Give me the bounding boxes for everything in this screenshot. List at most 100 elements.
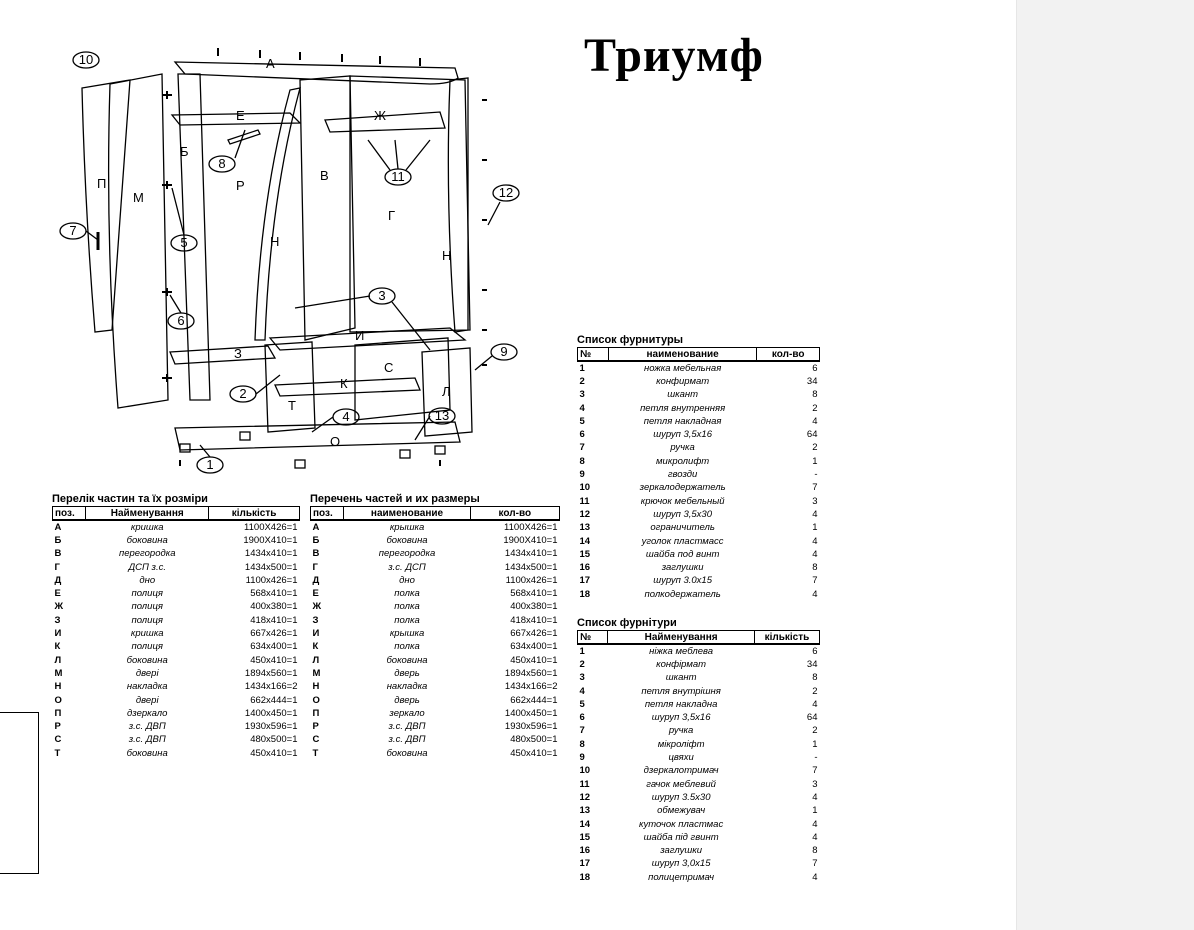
item-name: конфірмат bbox=[656, 658, 707, 670]
table-caption: Перелік частин та їх розміри bbox=[52, 493, 208, 505]
item-name: шуруп 3,5x30 bbox=[653, 508, 712, 520]
item-quantity: 1434x500=1 bbox=[504, 561, 558, 573]
item-quantity: 4 bbox=[812, 535, 818, 547]
row-number: 18 bbox=[579, 588, 591, 600]
row-number: 7 bbox=[579, 725, 585, 737]
row-number: 18 bbox=[579, 871, 591, 883]
item-quantity: 4 bbox=[812, 548, 818, 560]
row-number: 17 bbox=[579, 575, 591, 587]
row-number: К bbox=[54, 641, 61, 653]
row-number: 5 bbox=[579, 415, 585, 427]
item-name: полкодержатель bbox=[644, 588, 721, 600]
column-header: Найменування bbox=[85, 506, 210, 521]
callout-label: 5 bbox=[180, 235, 187, 250]
row-number: 8 bbox=[579, 455, 585, 467]
part-letter: Г bbox=[388, 208, 395, 223]
item-name: боковина bbox=[126, 534, 168, 546]
part-letter: Б bbox=[180, 144, 189, 159]
item-quantity: 7 bbox=[812, 765, 818, 777]
page-title: Триумф bbox=[584, 29, 764, 82]
item-quantity: 4 bbox=[812, 818, 818, 830]
callout-label: 4 bbox=[342, 409, 349, 424]
item-quantity: 8 bbox=[812, 562, 818, 574]
item-name: зеркало bbox=[389, 707, 425, 719]
item-quantity: 4 bbox=[812, 698, 818, 710]
part-letter: Н bbox=[270, 234, 279, 249]
item-name: з.с. ДСП bbox=[388, 561, 426, 573]
item-quantity: 34 bbox=[806, 375, 818, 387]
item-quantity: 1894x560=1 bbox=[244, 667, 298, 679]
row-number: 6 bbox=[579, 429, 585, 441]
row-number: Т bbox=[54, 747, 61, 759]
callout-labels: 10 8 5 7 6 2 4 1 11 12 3 9 13 А Е Б М П … bbox=[69, 52, 513, 472]
item-quantity: 34 bbox=[806, 658, 818, 670]
item-quantity: 1 bbox=[812, 738, 818, 750]
callout-label: 3 bbox=[378, 288, 385, 303]
part-letter: И bbox=[355, 328, 364, 343]
item-name: петля внутрішня bbox=[641, 685, 721, 697]
item-name: з.с. ДВП bbox=[128, 734, 166, 746]
item-quantity: 568x410=1 bbox=[510, 588, 558, 600]
wardrobe-exploded-view: 10 8 5 7 6 2 4 1 11 12 3 9 13 А Е Б М П … bbox=[59, 48, 520, 474]
item-name: двері bbox=[135, 694, 159, 706]
row-number: З bbox=[312, 614, 319, 626]
part-letter: Ж bbox=[374, 108, 386, 123]
item-name: боковина bbox=[126, 747, 168, 759]
row-number: 11 bbox=[579, 495, 590, 507]
item-name: шкант bbox=[665, 672, 697, 684]
item-quantity: 1100x426=1 bbox=[245, 574, 298, 586]
row-number: 4 bbox=[579, 685, 585, 697]
item-name: уголок пластмасс bbox=[641, 535, 724, 547]
column-header: наименование bbox=[343, 506, 471, 521]
item-name: ножка мебельная bbox=[643, 362, 722, 374]
column-header: кількість bbox=[753, 630, 821, 645]
legs bbox=[179, 431, 446, 469]
item-quantity: 1434x410=1 bbox=[244, 548, 298, 560]
item-name: мікроліфт bbox=[657, 738, 705, 750]
column-header: поз. bbox=[51, 506, 87, 521]
item-name: петля накладна bbox=[644, 698, 718, 710]
item-quantity: 1400x450=1 bbox=[504, 707, 558, 719]
hinges bbox=[162, 91, 172, 382]
top-panel-shape bbox=[173, 61, 459, 85]
item-quantity: 400x380=1 bbox=[250, 601, 298, 613]
item-name: цвяхи bbox=[668, 752, 694, 764]
row-number: Е bbox=[312, 588, 319, 600]
item-name: шуруп 3,5x16 bbox=[653, 429, 712, 441]
part-letter: Л bbox=[442, 384, 451, 399]
row-number: Р bbox=[54, 721, 61, 733]
item-name: боковина bbox=[386, 534, 428, 546]
callout-label: 2 bbox=[239, 386, 246, 401]
item-quantity: 8 bbox=[812, 672, 818, 684]
item-quantity: 1900X410=1 bbox=[503, 534, 558, 546]
item-name: полицетримач bbox=[648, 871, 715, 883]
row-number: Г bbox=[54, 561, 60, 573]
part-letter: З bbox=[234, 346, 242, 361]
shelf-e-shape bbox=[170, 112, 302, 126]
row-number: 14 bbox=[579, 535, 591, 547]
part-letter: П bbox=[97, 176, 106, 191]
